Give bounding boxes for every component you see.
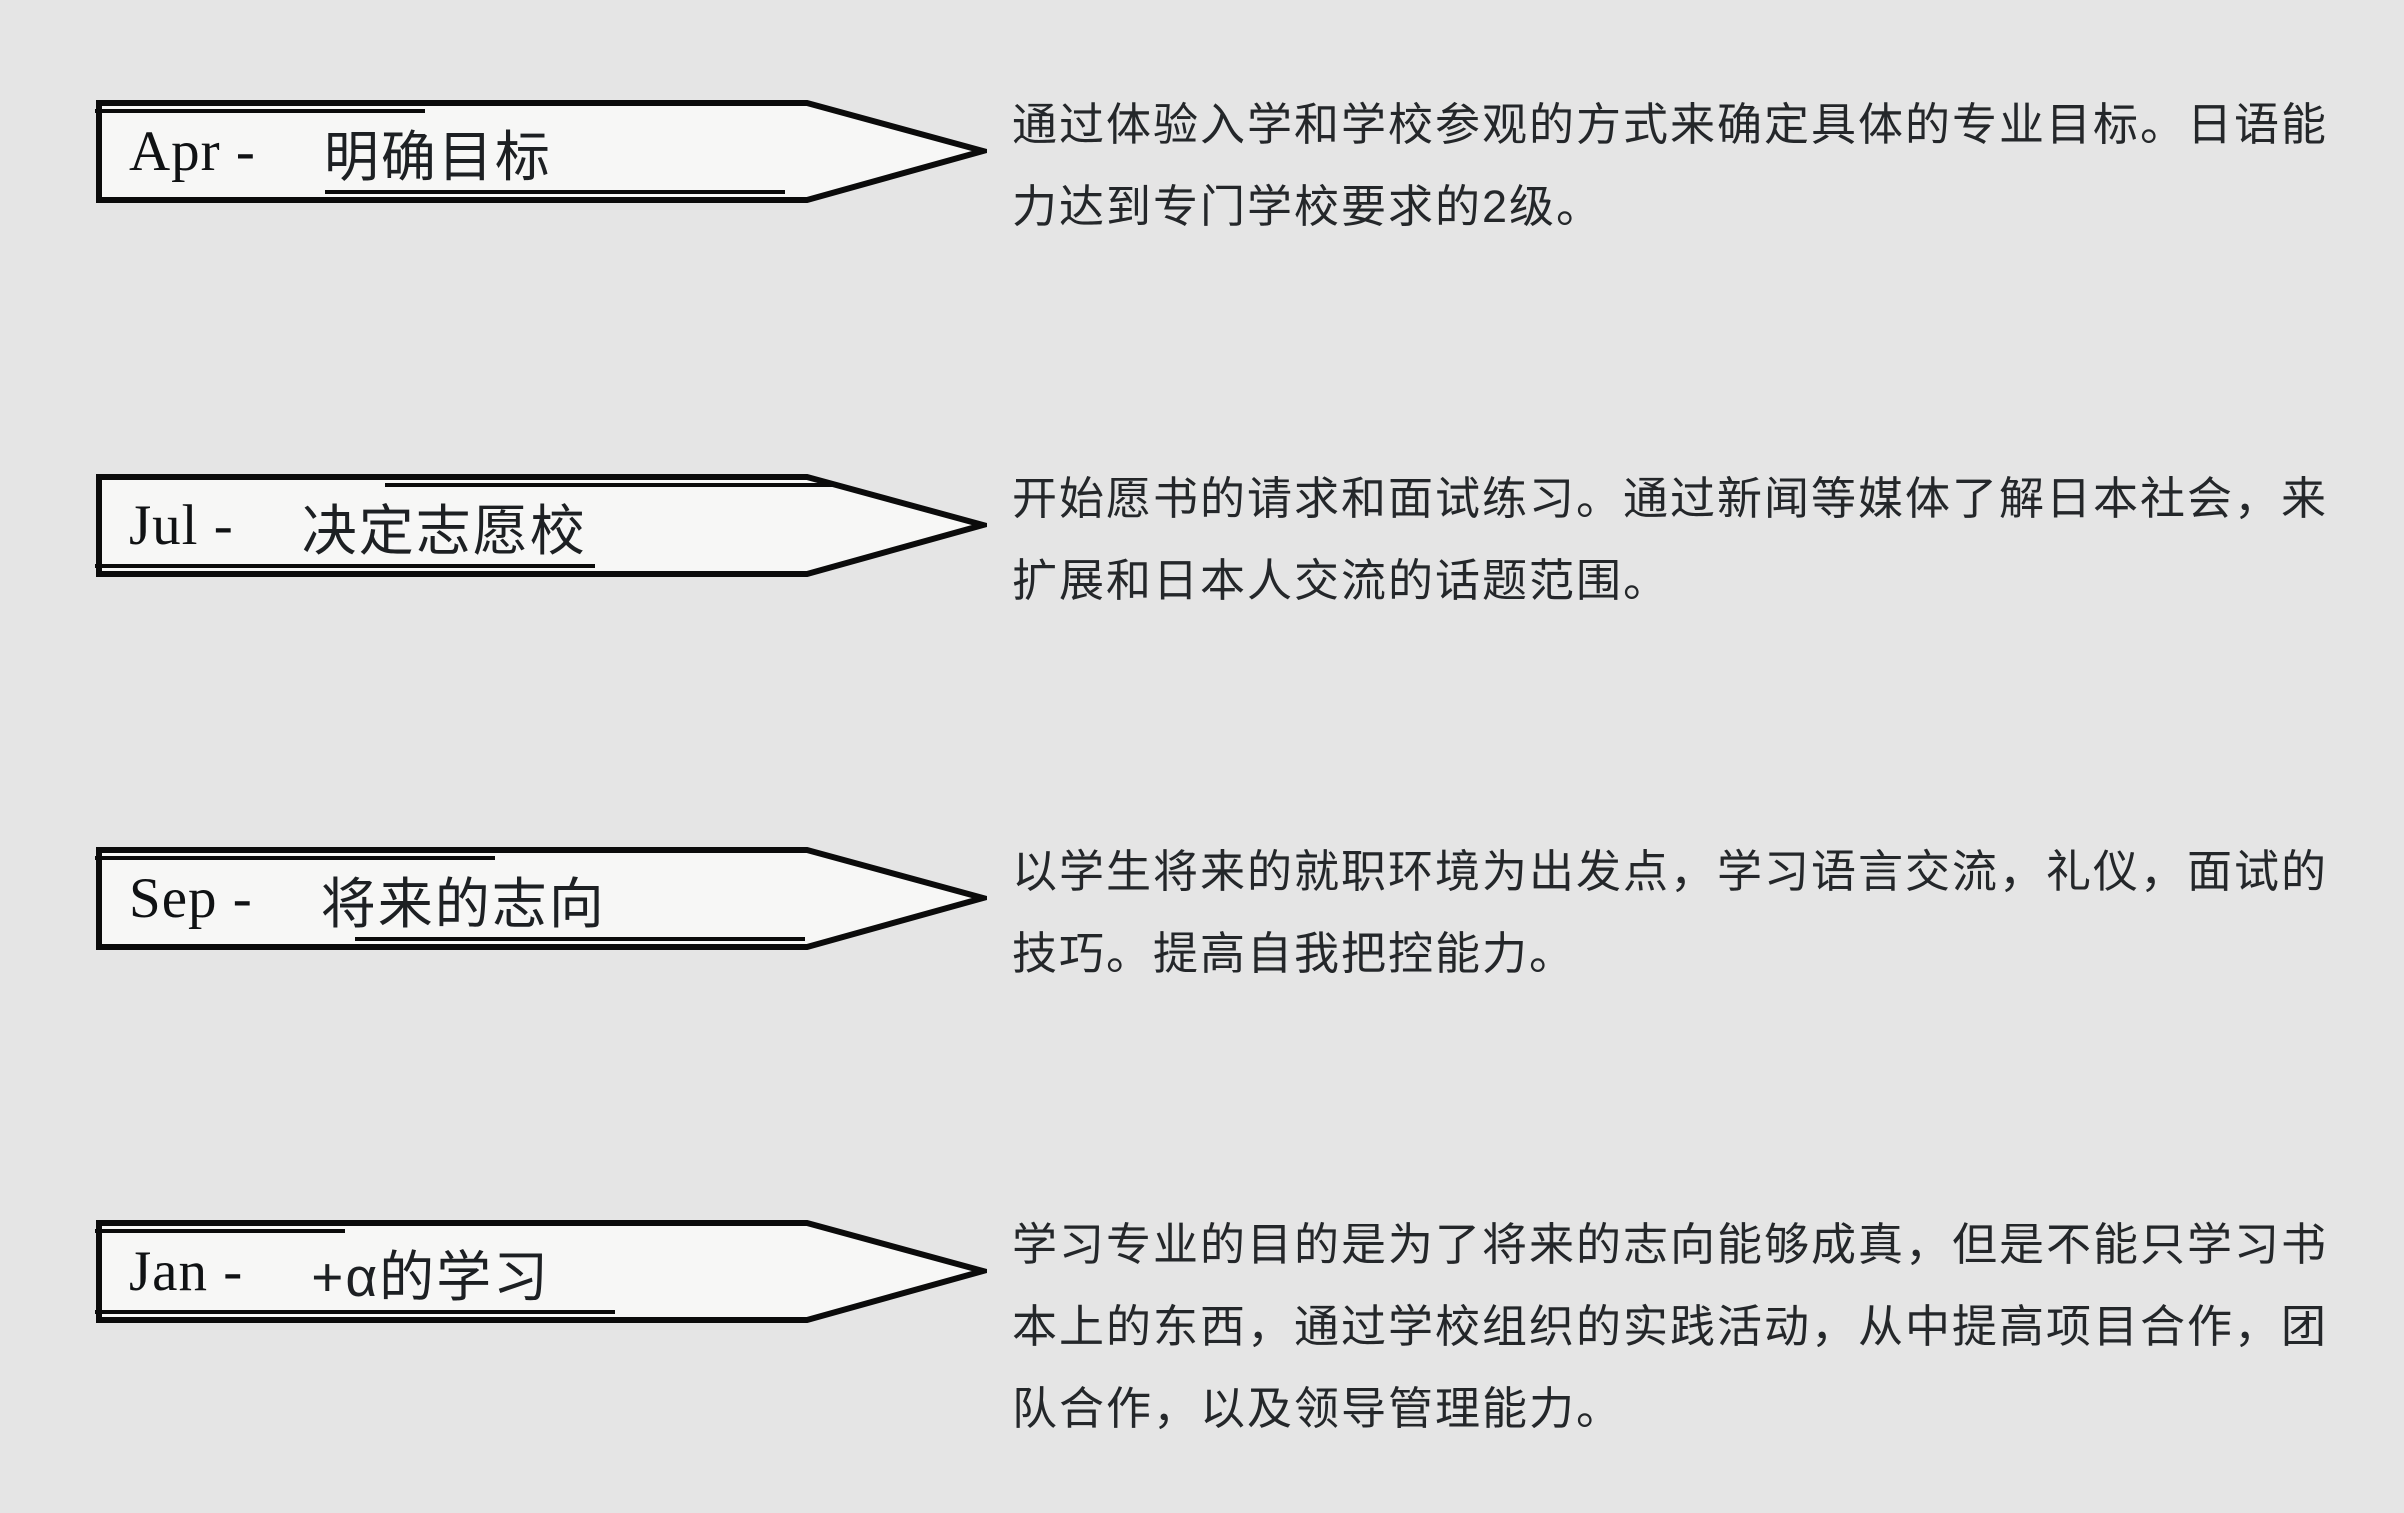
arrow-pentagon-icon [95, 100, 987, 203]
milestone-title: 明确目标 [323, 125, 552, 188]
milestone-month: Sep - [129, 867, 253, 930]
milestone-description: 以学生将来的就职环境为出发点，学习语言交流，礼仪，面试的技巧。提高自我把控能力。 [1012, 846, 2329, 979]
arrow-pentagon-icon [95, 474, 987, 577]
milestone-label: Apr - 明确目标 [95, 98, 987, 205]
milestone-description: 开始愿书的请求和面试练习。通过新闻等媒体了解日本社会，来扩展和日本人交流的话题范… [1012, 473, 2329, 606]
timeline-row-apr: Apr - 明确目标 通过体验入学和学校参观的方式来确定具体的专业目标。日语能力… [0, 98, 2404, 232]
arrow-pentagon-icon [95, 1220, 987, 1323]
milestone-arrow-jan: Jan - +α的学习 [95, 1218, 987, 1325]
milestone-title: 将来的志向 [320, 872, 606, 935]
timeline-row-jul: Jul - 决定志愿校 开始愿书的请求和面试练习。通过新闻等媒体了解日本社会，来… [0, 472, 2404, 606]
milestone-month: Jan - [129, 1240, 244, 1303]
milestone-description: 学习专业的目的是为了将来的志向能够成真，但是不能只学习书本上的东西，通过学校组织… [1012, 1219, 2329, 1434]
milestone-title: 决定志愿校 [301, 499, 587, 562]
milestone-title: +α的学习 [311, 1245, 551, 1308]
milestone-month: Apr - [129, 120, 256, 183]
milestone-arrow-apr: Apr - 明确目标 [95, 98, 987, 205]
milestone-month: Jul - [129, 494, 234, 557]
milestone-label: Sep - 将来的志向 [95, 845, 987, 952]
milestone-arrow-sep: Sep - 将来的志向 [95, 845, 987, 952]
arrow-pentagon-icon [95, 847, 987, 950]
milestone-label: Jul - 决定志愿校 [95, 472, 987, 579]
timeline-row-jan: Jan - +α的学习 学习专业的目的是为了将来的志向能够成真，但是不能只学习书… [0, 1218, 2404, 1434]
milestone-label: Jan - +α的学习 [95, 1218, 987, 1325]
milestone-arrow-jul: Jul - 决定志愿校 [95, 472, 987, 579]
milestone-description: 通过体验入学和学校参观的方式来确定具体的专业目标。日语能力达到专门学校要求的2级… [1012, 99, 2329, 232]
timeline-row-sep: Sep - 将来的志向 以学生将来的就职环境为出发点，学习语言交流，礼仪，面试的… [0, 845, 2404, 979]
